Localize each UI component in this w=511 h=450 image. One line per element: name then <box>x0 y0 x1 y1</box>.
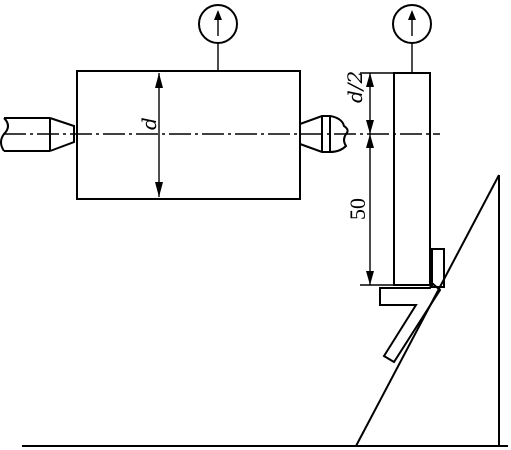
right-dial-indicator <box>392 4 432 73</box>
half-diameter-dimension <box>366 73 374 134</box>
cylinder-workpiece <box>76 70 301 200</box>
inclined-support <box>355 174 500 447</box>
gauge-bar <box>393 72 431 286</box>
diameter-label: d <box>137 117 161 130</box>
extension-lines <box>360 72 394 286</box>
right-spindle <box>299 115 349 153</box>
half-diameter-label: d/2 <box>343 71 367 103</box>
left-dial-indicator <box>198 4 238 71</box>
bar-holder <box>379 248 445 364</box>
diameter-dimension <box>155 73 163 197</box>
height-dimension <box>366 134 374 285</box>
height-label: 50 <box>345 198 370 220</box>
left-spindle <box>0 117 75 152</box>
